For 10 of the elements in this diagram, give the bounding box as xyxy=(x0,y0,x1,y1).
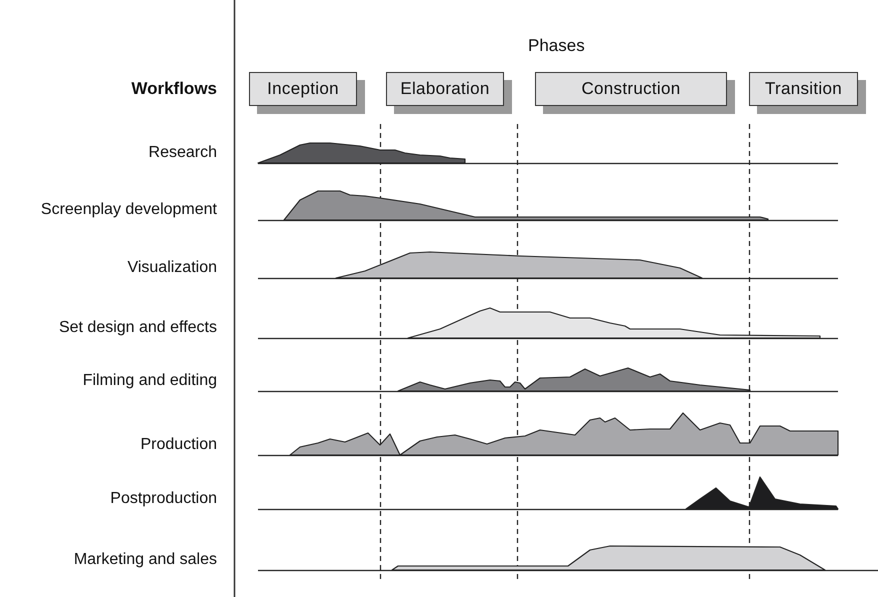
workflow-label: Production xyxy=(140,436,217,454)
workflow-label: Marketing and sales xyxy=(74,551,217,569)
workflow-label: Visualization xyxy=(127,259,217,277)
workflow-label: Screenplay development xyxy=(40,201,217,219)
workflow-label: Set design and effects xyxy=(58,319,217,337)
column-heading: Phases xyxy=(528,36,585,56)
workflow-label: Research xyxy=(148,144,217,162)
workflow-label: Filming and editing xyxy=(82,372,217,390)
row-heading: Workflows xyxy=(131,79,217,99)
workflow-label: Postproduction xyxy=(110,490,217,508)
